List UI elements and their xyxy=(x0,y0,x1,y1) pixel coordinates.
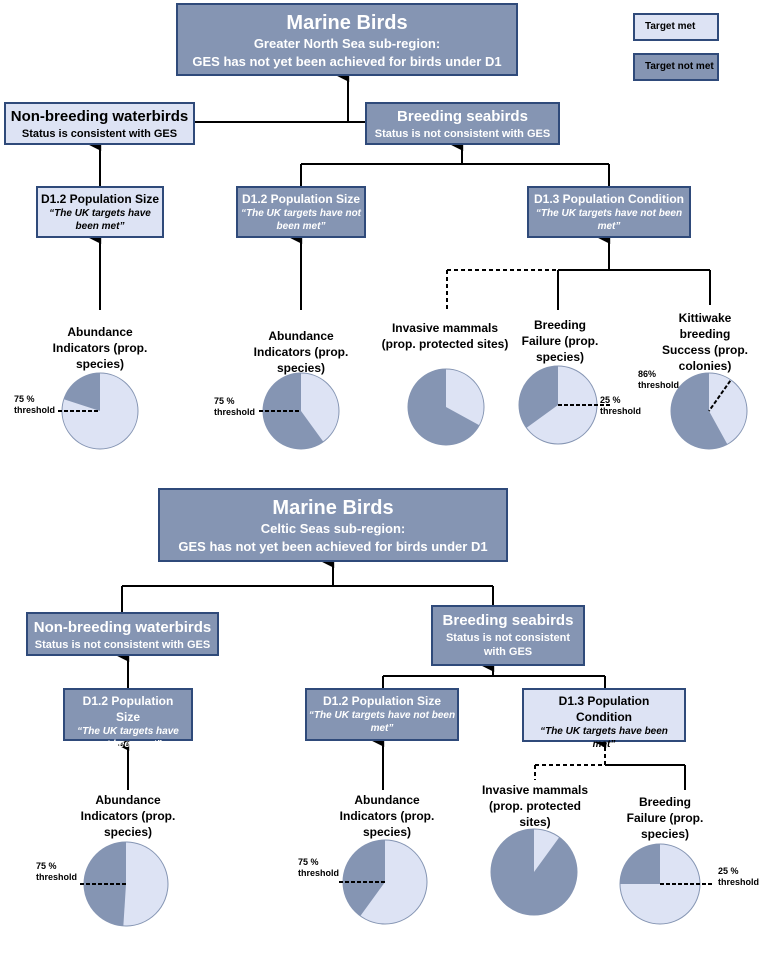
gns-breeding-seabirds-box: Breeding seabirds Status is not consiste… xyxy=(365,102,560,145)
gns-invasive-not-met-slice xyxy=(408,369,480,445)
cs-d13-quote: “The UK targets have been met” xyxy=(540,726,668,750)
cs-marine-birds-box: Marine Birds Celtic Seas sub-region: GES… xyxy=(158,488,508,562)
cs-d12a-quote: “The UK targets have not been met” xyxy=(77,726,179,750)
gns-d13-title: D1.3 Population Condition xyxy=(534,192,684,206)
legend-met-label: Target met xyxy=(645,21,696,32)
gns-d13-quote: “The UK targets have not been met” xyxy=(535,208,683,232)
legend-target-not-met: Target not met xyxy=(633,53,719,81)
gns-bs-title: Breeding seabirds xyxy=(397,108,528,125)
gns-nbw-title: Non-breeding waterbirds xyxy=(10,108,189,125)
gns-kittiwake-threshold: 86% threshold xyxy=(638,369,680,390)
gns-abund2-threshold: 75 % threshold xyxy=(214,396,256,417)
cs-abund2-not-met-slice xyxy=(342,840,385,916)
gns-breeding-not-met-slice xyxy=(519,366,558,428)
gns-title: Marine Birds xyxy=(286,12,408,34)
gns-d12a-title: D1.2 Population Size xyxy=(40,192,160,206)
gns-invasive-label: Invasive mammals (prop. protected sites) xyxy=(381,321,509,351)
cs-bs-status: Status is not consistent with GES xyxy=(445,632,571,658)
gns-breeding-label: Breeding Failure (prop. species) xyxy=(521,318,599,364)
gns-abund1-label: Abundance Indicators (prop. species) xyxy=(52,325,148,371)
gns-abund2-not-met-slice xyxy=(262,373,324,449)
cs-breeding-seabirds-box: Breeding seabirds Status is not consiste… xyxy=(431,605,585,666)
gns-d13-bs-box: D1.3 Population Condition “The UK target… xyxy=(527,186,691,238)
cs-bs-title: Breeding seabirds xyxy=(442,612,574,629)
gns-marine-birds-box: Marine Birds Greater North Sea sub-regio… xyxy=(176,3,518,76)
cs-subregion: Celtic Seas sub-region: xyxy=(260,521,406,536)
gns-d12-bs-box: D1.2 Population Size “The UK targets hav… xyxy=(236,186,366,238)
cs-nonbreeding-waterbirds-box: Non-breeding waterbirds Status is not co… xyxy=(26,612,219,656)
cs-d12b-title: D1.2 Population Size xyxy=(322,694,442,708)
cs-breeding-not-met-slice xyxy=(620,844,660,884)
cs-abund2-label: Abundance Indicators (prop. species) xyxy=(339,793,435,839)
gns-d12b-title: D1.2 Population Size xyxy=(241,192,361,206)
cs-d12b-quote: “The UK targets have not been met” xyxy=(308,710,456,734)
cs-abund2-threshold: 75 % threshold xyxy=(298,857,340,878)
cs-d13-bs-box: D1.3 Population Condition “The UK target… xyxy=(522,688,686,750)
cs-d12-bs-box: D1.2 Population Size “The UK targets hav… xyxy=(305,688,459,741)
cs-title: Marine Birds xyxy=(272,497,394,519)
cs-ges-statement: GES has not yet been achieved for birds … xyxy=(178,539,488,554)
gns-bs-status: Status is not consistent with GES xyxy=(374,128,551,140)
gns-breeding-threshold: 25 % threshold xyxy=(600,395,642,416)
gns-abund1-threshold: 75 % threshold xyxy=(14,394,56,415)
gns-d12b-quote: “The UK targets have not been met” xyxy=(240,208,362,232)
cs-d12a-title: D1.2 Population Size xyxy=(82,694,174,724)
cs-invasive-not-met-slice xyxy=(491,829,578,915)
gns-ges-statement: GES has not yet been achieved for birds … xyxy=(192,54,502,69)
gns-d12-nbw-box: D1.2 Population Size “The UK targets hav… xyxy=(36,186,164,238)
cs-breeding-label: Breeding Failure (prop. species) xyxy=(626,795,704,841)
cs-d13-title: D1.3 Population Condition xyxy=(558,694,650,724)
cs-d12-nbw-box: D1.2 Population Size “The UK targets hav… xyxy=(63,688,193,750)
cs-abund1-threshold: 75 % threshold xyxy=(36,861,78,882)
cs-nbw-title: Non-breeding waterbirds xyxy=(33,619,212,636)
gns-subregion: Greater North Sea sub-region: xyxy=(253,36,441,51)
gns-d12a-quote: “The UK targets have been met” xyxy=(49,208,151,232)
cs-breeding-threshold: 25 % threshold xyxy=(718,866,760,887)
gns-nbw-status: Status is consistent with GES xyxy=(21,128,178,140)
gns-abund2-label: Abundance Indicators (prop. species) xyxy=(253,329,349,375)
gns-nonbreeding-waterbirds-box: Non-breeding waterbirds Status is consis… xyxy=(4,102,195,145)
legend-target-met: Target met xyxy=(633,13,719,41)
gns-abund1-not-met-slice xyxy=(63,373,100,411)
legend-not-met-label: Target not met xyxy=(645,61,714,72)
cs-invasive-label: Invasive mammals (prop. protected sites) xyxy=(481,783,589,829)
gns-kittiwake-label: Kittiwake breeding Success (prop. coloni… xyxy=(661,311,749,373)
gns-kittiwake-not-met-slice xyxy=(671,373,728,449)
cs-nbw-status: Status is not consistent with GES xyxy=(34,639,211,651)
cs-abund1-label: Abundance Indicators (prop. species) xyxy=(80,793,176,839)
gns-kittiwake-threshold-line xyxy=(708,380,732,412)
